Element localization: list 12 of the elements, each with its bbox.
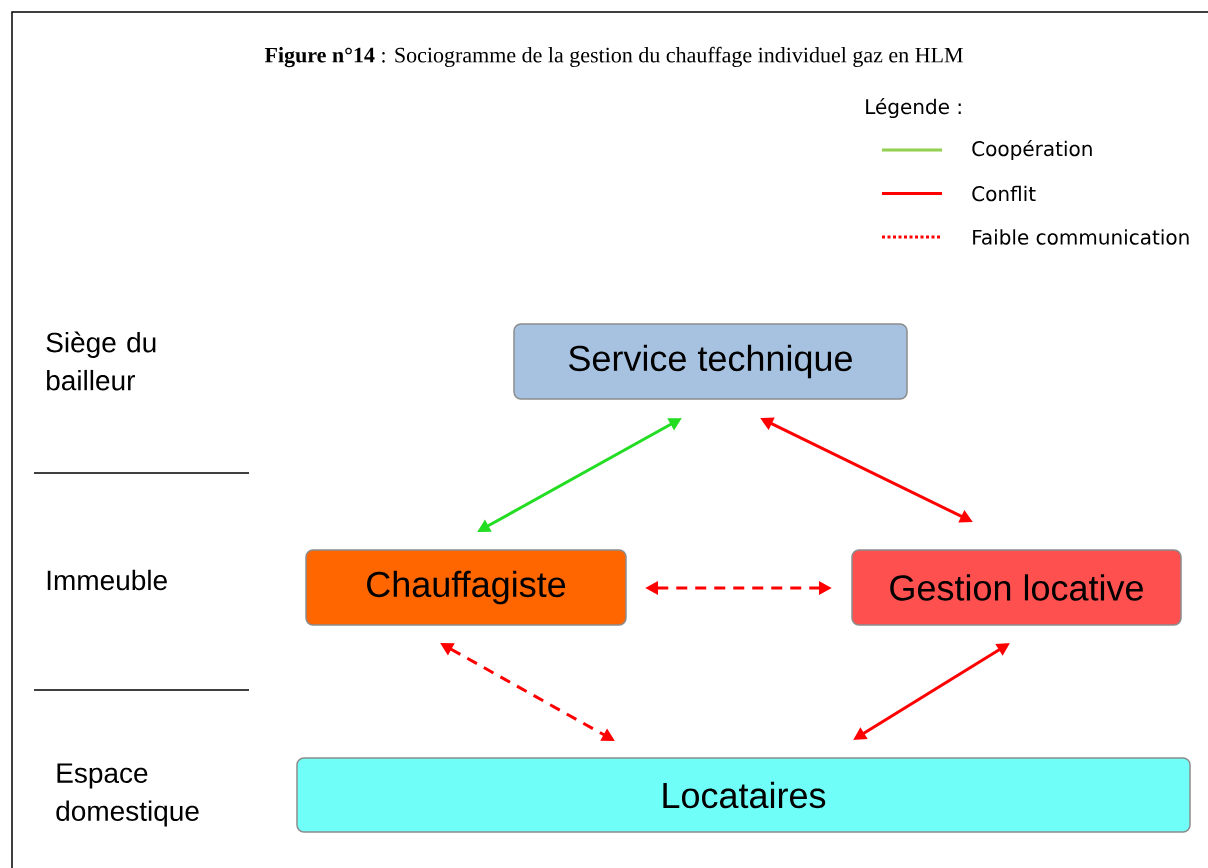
legend-label: Faible communication xyxy=(973,229,1189,245)
actor-box: Locataires xyxy=(296,757,1191,833)
legend-heading: Légende : xyxy=(866,97,961,119)
actor-box: Chauffagiste xyxy=(305,549,627,626)
level-label: Immeuble xyxy=(47,569,167,591)
title: Figure n°14 : Sociogramme de la gestion du chauffage individuel gaz en HLM xyxy=(264,46,963,68)
level-label: Espace domestique xyxy=(56,763,199,827)
level-label: Siège du bailleur xyxy=(46,331,156,391)
actor-box: Service technique xyxy=(513,323,908,400)
legend-label: Conflit xyxy=(972,185,1036,202)
actor-box: Gestion locative xyxy=(851,549,1182,626)
legend-label: Coopération xyxy=(972,139,1092,161)
